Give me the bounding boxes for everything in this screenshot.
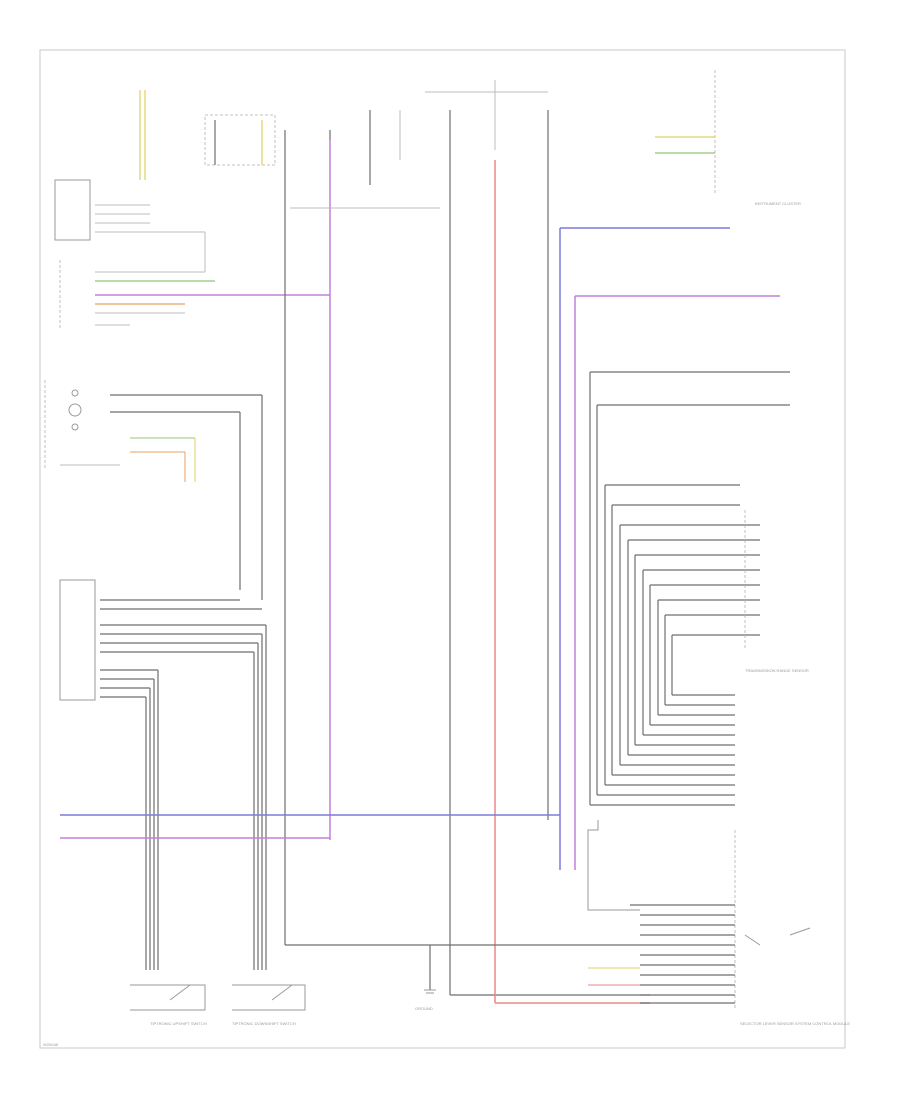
diagram-frame	[39, 49, 846, 1049]
transmission-range-sensor-label: TRANSMISSION RANGE SENSOR	[745, 668, 809, 673]
left-upper-modules	[54, 90, 330, 330]
tiptronic-module	[44, 380, 263, 600]
selector-lever-module: SELECTOR LEVER SENSOR SYSTEM CONTROL MOD…	[587, 820, 850, 1026]
ground-label: GROUND	[415, 1006, 433, 1011]
downshift-switch-label: TIPTRONIC DOWNSHIFT SWITCH	[232, 1021, 296, 1026]
tiptronic-downshift-switch: TIPTRONIC DOWNSHIFT SWITCH	[232, 984, 306, 1026]
ground-symbol: GROUND	[285, 944, 640, 1011]
instrument-cluster: INSTRUMENT CLUSTER	[655, 70, 801, 206]
can-bus-wires	[60, 227, 780, 870]
upshift-switch-label: TIPTRONIC UPSHIFT SWITCH	[150, 1021, 207, 1026]
tiptronic-upshift-switch: TIPTRONIC UPSHIFT SWITCH	[130, 984, 207, 1026]
figure-id: W20048	[43, 1042, 59, 1047]
selector-lever-label: SELECTOR LEVER SENSOR SYSTEM CONTROL MOD…	[740, 1021, 850, 1026]
instrument-cluster-label: INSTRUMENT CLUSTER	[755, 201, 801, 206]
multifunction-transmission-module	[59, 579, 267, 970]
top-center-modules	[204, 80, 650, 1004]
transmission-range-harness: TRANSMISSION RANGE SENSOR	[589, 371, 809, 806]
